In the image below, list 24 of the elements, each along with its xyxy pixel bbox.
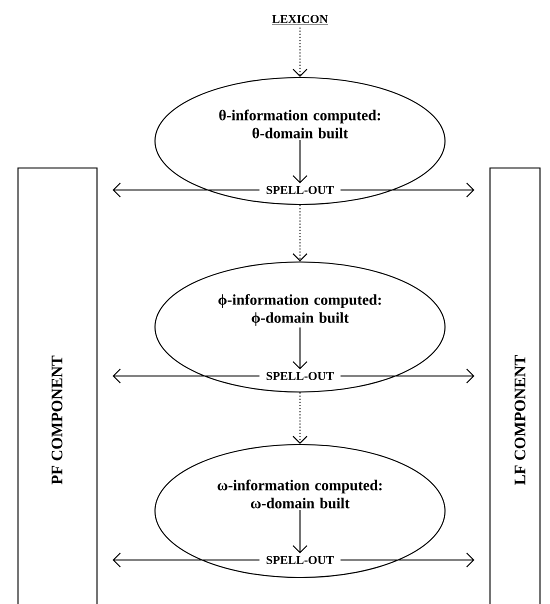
- stage-ellipse: [154, 444, 446, 578]
- component-box: PF COMPONENT: [17, 167, 98, 604]
- component-box: LF COMPONENT: [489, 167, 541, 604]
- spell-out-label: SPELL-OUT: [266, 556, 334, 564]
- arrow: [112, 182, 260, 198]
- arrow: [292, 205, 308, 262]
- spell-out-label: SPELL-OUT: [266, 372, 334, 380]
- arrow: [292, 140, 308, 184]
- stage-ellipse: [154, 76, 446, 206]
- arrow: [340, 182, 474, 198]
- spell-out-label: SPELL-OUT: [266, 186, 334, 194]
- lexicon-label: LEXICON: [272, 14, 328, 25]
- arrow: [112, 552, 260, 568]
- arrow: [340, 368, 474, 384]
- stage-text: ω-information computed: ω-domain built: [218, 480, 382, 508]
- stage-text: θ-information computed: θ-domain built: [219, 110, 380, 138]
- arrow: [340, 552, 474, 568]
- arrow: [292, 510, 308, 554]
- arrow: [112, 368, 260, 384]
- arrow: [292, 327, 308, 370]
- arrow: [292, 392, 308, 444]
- stage-text: ϕ-information computed: ϕ-domain built: [218, 294, 381, 326]
- arrow: [292, 28, 308, 77]
- stage-ellipse: [154, 261, 446, 393]
